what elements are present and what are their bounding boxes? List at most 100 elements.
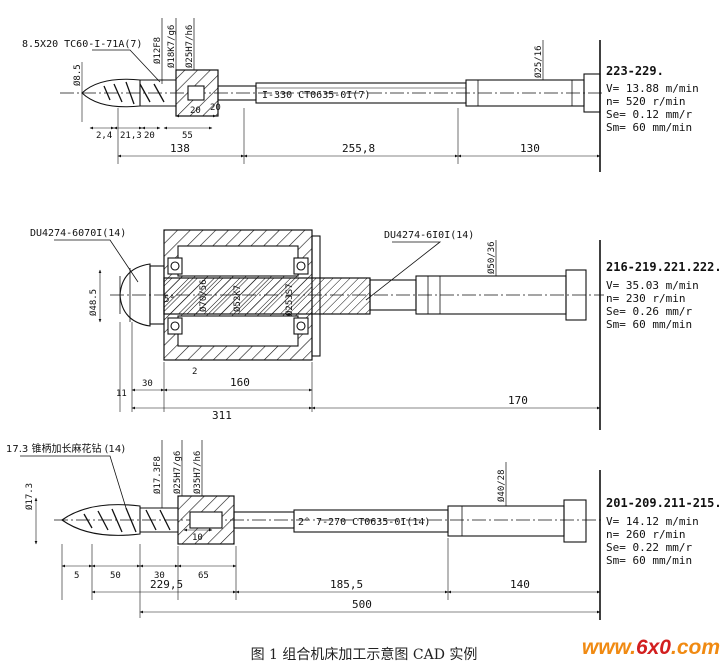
tool-3-dia-shank: Ø40/28 — [496, 469, 507, 502]
tool-2-dia-c: Ø25JS7 — [284, 283, 295, 316]
tool-1-dim-24: 2,4 — [96, 131, 112, 141]
tool-1-callout-leader — [92, 49, 161, 83]
tool-3-dim-10: 10 — [192, 533, 203, 543]
cad-drawing: 8.5X20 TC60-I-71A(7) Ø8.5 Ø12F8 Ø18K7/g6… — [6, 18, 722, 620]
tool-2-head-lines — [119, 268, 131, 322]
tool-1-params-v: V= 13.88 m/min — [606, 82, 699, 95]
tool-3-dim-140: 140 — [510, 578, 530, 591]
tool-2-dia-b: Ø52K7 — [232, 285, 243, 312]
tool-3-params-v: V= 14.12 m/min — [606, 515, 699, 528]
tool-1-bush-bore — [187, 85, 205, 101]
tool-1-dim-55: 55 — [182, 131, 193, 141]
tool-2-dia-shank: Ø50/36 — [486, 241, 497, 274]
tool-3-dim-65: 65 — [198, 571, 209, 581]
tool-2-race-ul — [167, 257, 183, 275]
tool-3-params-n: n= 260 r/min — [606, 528, 685, 541]
tool-1-assembly — [60, 18, 604, 172]
tool-1-dia-b: Ø18K7/g6 — [166, 25, 177, 68]
tool-3-dim-1855: 185,5 — [330, 578, 363, 591]
tool-3-flutes — [83, 507, 171, 533]
tool-2-params-n: n= 230 r/min — [606, 292, 685, 305]
tool-3-params-title: 201-209.211-215. — [606, 496, 722, 510]
tool-2-race-ll — [167, 317, 183, 335]
tool-2-mark-5: 5° — [164, 295, 175, 305]
tool-3-dia-tip: Ø17.3 — [24, 483, 35, 510]
tool-1-dim-213: 21,3 — [120, 131, 142, 141]
watermark-prefix: www. — [581, 636, 636, 659]
tool-3-labels: 17.3 锥柄加长麻花钻 (14) Ø17.3 Ø17.3F8 Ø25H7/g6… — [6, 442, 722, 611]
tool-2-dim-160: 160 — [230, 376, 250, 389]
tool-3-dim-2295: 229,5 — [150, 578, 183, 591]
tool-1-drill-tip — [81, 78, 141, 108]
tool-2-ball-ur — [296, 261, 306, 271]
tool-3-assembly — [20, 440, 604, 620]
tool-2-callout-left-leader — [54, 239, 139, 283]
tool-3-dim-5: 5 — [74, 571, 79, 581]
tool-2-race-ur — [293, 257, 309, 275]
tool-2-mark-2: 2 — [192, 367, 197, 377]
tool-3-drill-tip — [61, 504, 141, 536]
tool-2-labels: DU4274-6070I(14) DU4274-6I0I(14) Ø48.5 Ø… — [30, 228, 722, 422]
watermark-suffix: .com — [670, 636, 720, 659]
tool-2-race-lr — [293, 317, 309, 335]
tool-1-dia-c: Ø25H7/h6 — [184, 25, 195, 68]
tool-2-bearing-lower — [177, 315, 299, 347]
tool-2-dim-30: 30 — [142, 379, 153, 389]
tool-3-dim-30: 30 — [154, 571, 165, 581]
tool-2-ball-lr — [296, 321, 306, 331]
tool-1-labels: 8.5X20 TC60-I-71A(7) Ø8.5 Ø12F8 Ø18K7/g6… — [22, 25, 699, 155]
tool-1-dim-2558: 255,8 — [342, 142, 375, 155]
tool-2-ball-ul — [170, 261, 180, 271]
tool-1-dim-130: 130 — [520, 142, 540, 155]
tool-1-dia-tip: Ø8.5 — [72, 64, 83, 86]
tool-3-params-sm: Sm= 60 mm/min — [606, 554, 692, 567]
figure-caption: 图 1 组合机床加工示意图 CAD 实例 — [250, 647, 478, 663]
tool-1-params-sm: Sm= 60 mm/min — [606, 121, 692, 134]
tool-1-dia-a: Ø12F8 — [152, 37, 163, 64]
tool-3-bush-bore — [189, 511, 223, 529]
tool-1-dim-138: 138 — [170, 142, 190, 155]
tool-2-callout-left: DU4274-6070I(14) — [30, 228, 126, 239]
watermark-brand: 6x0 — [635, 636, 671, 659]
tool-3-params-se: Se= 0.22 mm/r — [606, 541, 692, 554]
tool-3-part-label: 2° 7-270 CT0635-0I(14) — [298, 517, 430, 528]
tool-2-dia-tip: Ø48.5 — [88, 289, 99, 316]
tool-1-callout: 8.5X20 TC60-I-71A(7) — [22, 39, 142, 50]
tool-2-dim-311: 311 — [212, 409, 232, 422]
tool-2-callout-right-leader — [365, 241, 442, 301]
tool-1-dia-shank: Ø25/16 — [533, 45, 544, 78]
tool-1-params-n: n= 520 r/min — [606, 95, 685, 108]
tool-2-callout-right: DU4274-6I0I(14) — [384, 230, 474, 241]
tool-2-dia-a: Ø70/56 — [198, 279, 209, 312]
tool-1-params-se: Se= 0.12 mm/r — [606, 108, 692, 121]
tool-3-dia-a: Ø17.3F8 — [152, 456, 163, 494]
tool-2-collar — [565, 269, 587, 321]
tool-3-taper — [447, 505, 565, 537]
tool-1-params-title: 223-229. — [606, 64, 664, 78]
tool-2-params-title: 216-219.221.222. — [606, 260, 722, 274]
tool-3-dim-50: 50 — [110, 571, 121, 581]
tool-2-ball-ll — [170, 321, 180, 331]
tool-1-dim-20c: 20 — [210, 103, 221, 113]
tool-3-dim-500: 500 — [352, 598, 372, 611]
tool-2-dim-11: 11 — [116, 389, 127, 399]
tool-2-params-se: Se= 0.26 mm/r — [606, 305, 692, 318]
tool-3-callout: 17.3 锥柄加长麻花钻 (14) — [6, 442, 125, 455]
tool-2-dim-170: 170 — [508, 394, 528, 407]
tool-1-dim-20b: 20 — [144, 131, 155, 141]
site-watermark: www.6x0.com — [582, 636, 720, 660]
tool-2-params-sm: Sm= 60 mm/min — [606, 318, 692, 331]
tool-1-part-label: I-330 CT0635-0I(7) — [262, 90, 370, 101]
tool-1-flutes — [103, 81, 165, 105]
tool-1-dim-20a: 20 — [190, 106, 201, 116]
tool-2-bearing-upper — [177, 245, 299, 277]
tool-2-assembly — [54, 229, 604, 430]
tool-2-params-v: V= 35.03 m/min — [606, 279, 699, 292]
tool-3-drill-body — [140, 507, 178, 533]
tool-3-dia-c: Ø35H7/h6 — [192, 451, 203, 494]
tool-3-collar — [563, 499, 587, 543]
tool-2-core — [163, 277, 371, 315]
tool-3-dia-b: Ø25H7/g6 — [172, 451, 183, 494]
tool-3-callout-leader — [20, 455, 127, 509]
